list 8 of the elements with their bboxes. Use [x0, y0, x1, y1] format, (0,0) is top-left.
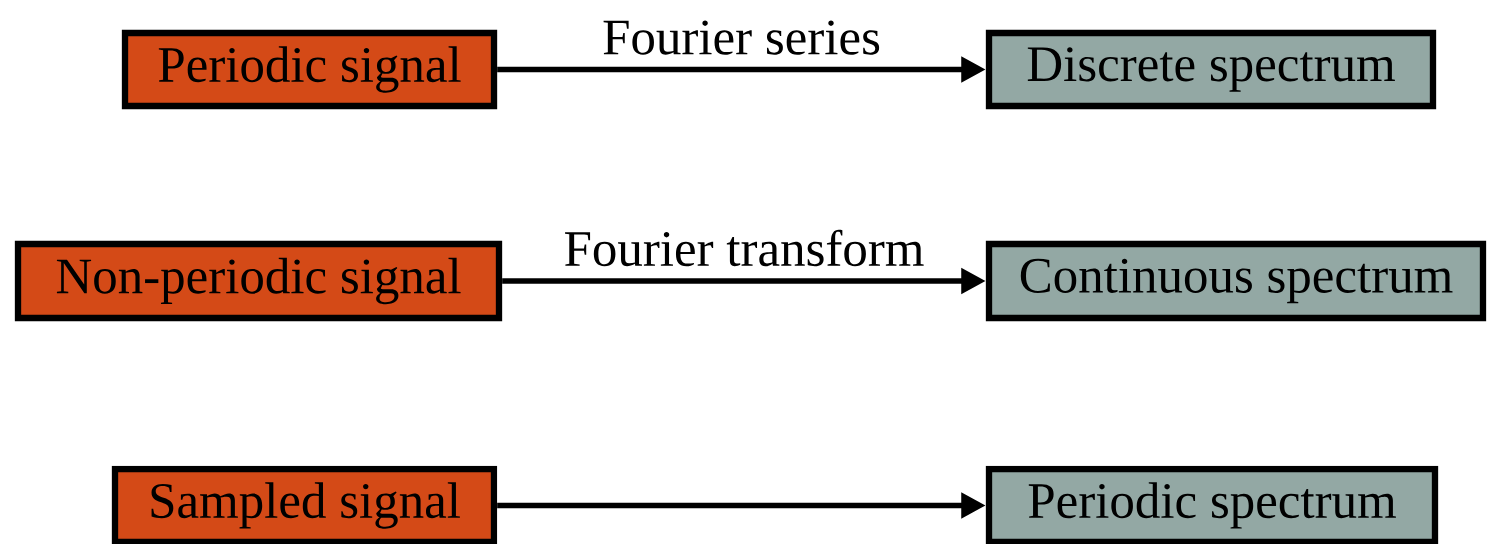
signal-box: Periodic spectrum	[985, 465, 1439, 544]
signal-box: Discrete spectrum	[985, 29, 1437, 110]
signal-box: Non-periodic signal	[14, 240, 503, 322]
signal-box: Periodic signal	[121, 29, 498, 110]
signal-box: Continuous spectrum	[985, 240, 1487, 322]
signal-box: Sampled signal	[111, 465, 498, 544]
edge-label: Fourier transform	[560, 226, 928, 270]
edge-label: Fourier series	[598, 17, 885, 59]
